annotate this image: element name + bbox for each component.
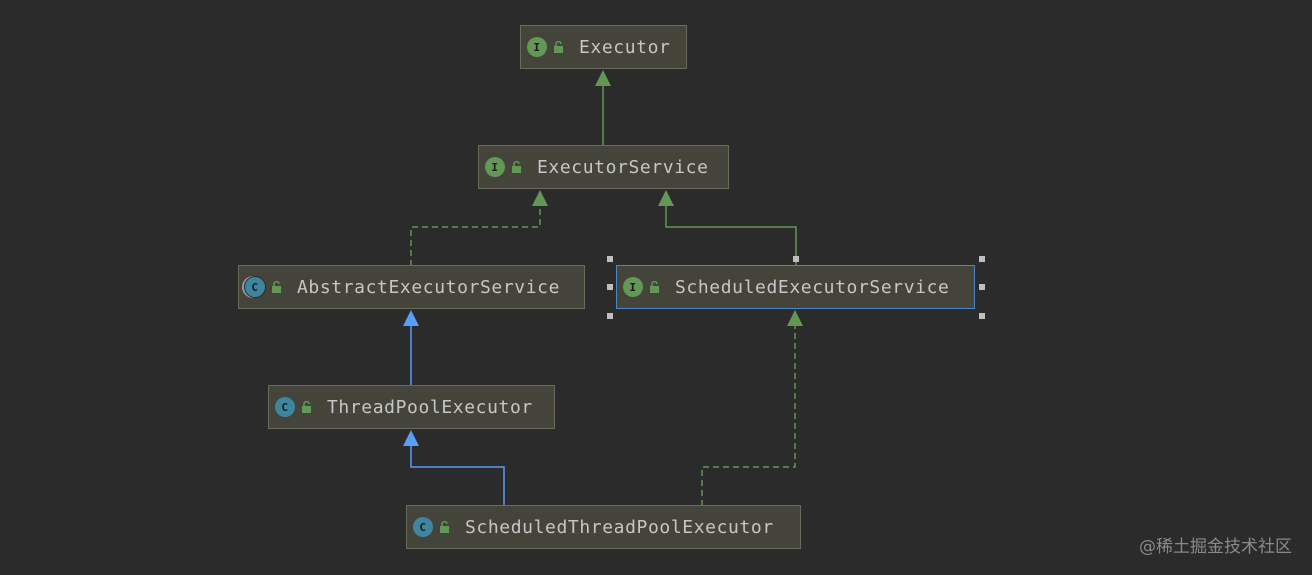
node-label: AbstractExecutorService <box>297 276 561 298</box>
node-thread-pool-executor[interactable]: C ThreadPoolExecutor <box>268 385 555 429</box>
resize-handle-bottom-right[interactable] <box>979 313 985 319</box>
node-label: Executor <box>579 36 671 58</box>
arrowhead-executorservice-left <box>532 190 548 206</box>
arrowhead-scheduledexecutorservice <box>787 310 803 326</box>
resize-handle-bottom-left[interactable] <box>607 313 613 319</box>
arrowhead-executorservice-right <box>658 190 674 206</box>
node-label: ScheduledExecutorService <box>675 276 950 298</box>
node-executor[interactable]: I Executor <box>520 25 687 69</box>
public-lock-icon <box>302 401 311 413</box>
node-executor-service[interactable]: I ExecutorService <box>478 145 729 189</box>
arrowhead-abstractexecutorservice <box>403 310 419 326</box>
node-scheduled-thread-pool-executor[interactable]: C ScheduledThreadPoolExecutor <box>406 505 801 549</box>
resize-handle-middle-left[interactable] <box>607 284 613 290</box>
node-abstract-executor-service[interactable]: C AbstractExecutorService <box>238 265 585 309</box>
resize-handle-top-right[interactable] <box>979 256 985 262</box>
public-lock-icon <box>554 41 563 53</box>
resize-handle-middle-right[interactable] <box>979 284 985 290</box>
resize-handle-top-left[interactable] <box>607 256 613 262</box>
node-label: ExecutorService <box>537 156 709 178</box>
class-icon: C <box>275 397 295 417</box>
public-lock-icon <box>272 281 281 293</box>
public-lock-icon <box>650 281 659 293</box>
node-label: ThreadPoolExecutor <box>327 396 533 418</box>
public-lock-icon <box>440 521 449 533</box>
interface-icon: I <box>623 277 643 297</box>
arrowhead-executor <box>595 70 611 86</box>
edge-scheduledthreadpoolexecutor-threadpoolexecutor <box>410 446 505 506</box>
node-label: ScheduledThreadPoolExecutor <box>465 516 774 538</box>
edge-scheduledthreadpoolexecutor-scheduledexecutorservice <box>701 326 796 506</box>
watermark: @稀土掘金技术社区 <box>1139 537 1292 557</box>
interface-icon: I <box>485 157 505 177</box>
class-icon: C <box>413 517 433 537</box>
node-scheduled-executor-service[interactable]: I ScheduledExecutorService <box>616 265 975 309</box>
interface-icon: I <box>527 37 547 57</box>
public-lock-icon <box>512 161 521 173</box>
abstract-class-icon: C <box>245 277 265 297</box>
arrowhead-threadpoolexecutor <box>403 430 419 446</box>
edge-abstractexecutorservice-executorservice <box>410 206 541 266</box>
resize-handle-top-middle[interactable] <box>793 256 799 262</box>
edge-scheduledexecutorservice-executorservice <box>665 206 797 266</box>
